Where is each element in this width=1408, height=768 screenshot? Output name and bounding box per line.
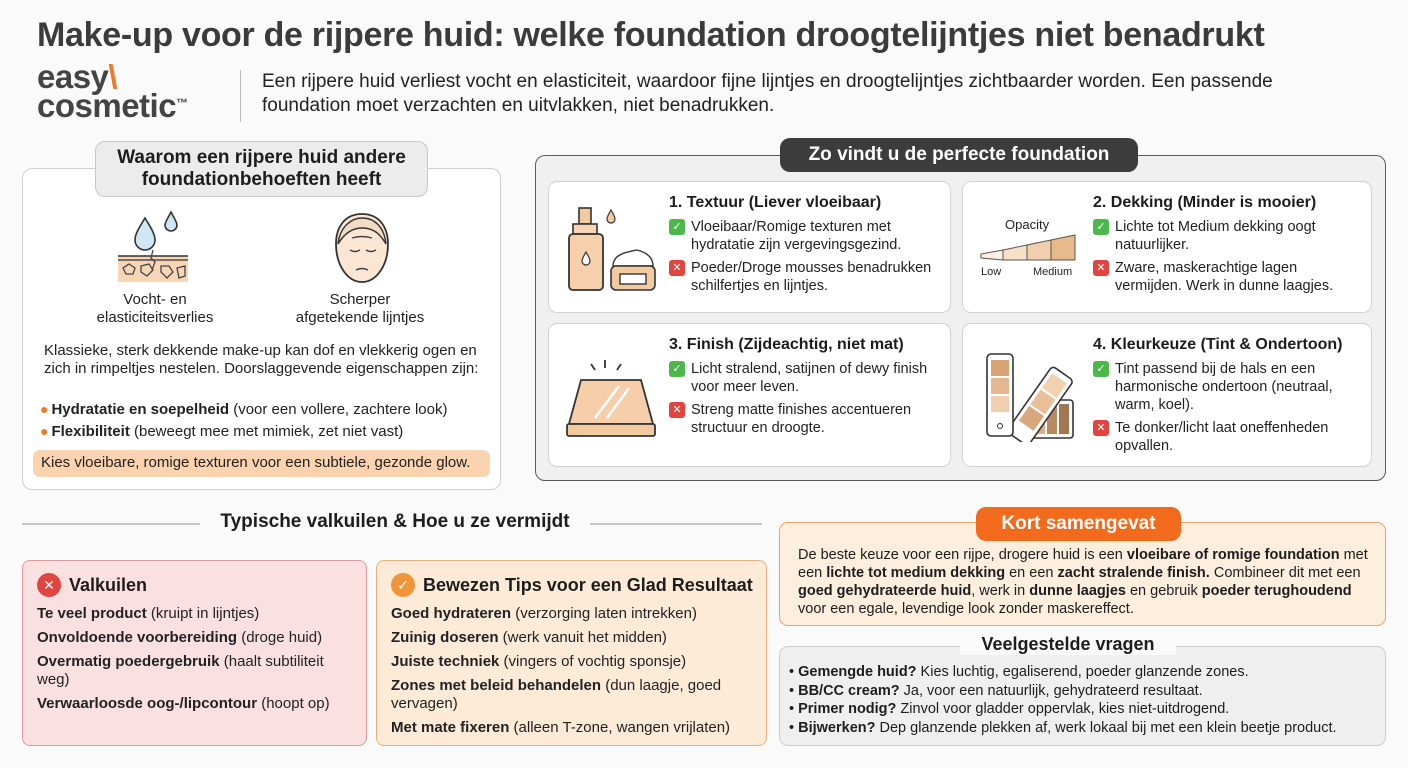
opacity-low-label: Low	[981, 266, 1002, 278]
cross-circle-icon: ✕	[37, 573, 61, 597]
card-pro: ✓Lichte tot Medium dekking oogt natuurli…	[1093, 218, 1358, 254]
mature-face-icon	[335, 213, 389, 283]
why-tip-highlight: Kies vloeibare, romige texturen voor een…	[33, 450, 490, 477]
card-title: 3. Finish (Zijdeachtig, niet mat)	[669, 336, 904, 353]
tip-item: Zones met beleid behandelen (dun laagje,…	[391, 677, 722, 712]
card-texture: 1. Textuur (Liever vloeibaar) ✓Vloeibaar…	[548, 181, 951, 313]
pitfalls-title: Valkuilen	[69, 574, 148, 595]
opacity-scale-icon	[980, 234, 1076, 261]
water-drops-cracked-skin-icon	[118, 210, 188, 282]
check-circle-icon: ✓	[391, 573, 415, 597]
intro-text: Een rijpere huid verliest vocht en elast…	[262, 71, 1273, 116]
tip-item: Met mate fixeren (alleen T-zone, wangen …	[391, 719, 731, 736]
card-title: 2. Dekking (Minder is mooier)	[1093, 194, 1317, 211]
check-icon: ✓	[669, 219, 685, 235]
summary-text: De beste keuze voor een rijpe, drogere h…	[798, 547, 1368, 617]
card-pro: ✓Vloeibaar/Romige texturen met hydratati…	[669, 218, 939, 254]
tip-item: Juiste techniek (vingers of vochtig spon…	[391, 653, 687, 670]
card-con: ✕Poeder/Droge mousses benadrukken schilf…	[669, 259, 944, 295]
why-bullet: ●Hydratatie en soepelheid (voor een voll…	[40, 401, 448, 418]
pitfall-item: Verwaarloosde oog-/lipcontour (hoopt op)	[37, 695, 330, 712]
foundation-bottle-cream-jar-icon	[568, 207, 656, 291]
why-bullet: ●Flexibiliteit (beweegt mee met mimiek, …	[40, 423, 404, 440]
faq-heading: Veelgestelde vragen	[960, 634, 1176, 655]
page-title: Make-up voor de rijpere huid: welke foun…	[37, 16, 1265, 54]
pitfall-item: Te veel product (kruipt in lijntjes)	[37, 605, 260, 622]
card-title: 4. Kleurkeuze (Tint & Ondertoon)	[1093, 336, 1343, 353]
cross-icon: ✕	[669, 260, 685, 276]
why-text: Klassieke, sterk dekkende make-up kan do…	[44, 342, 479, 377]
cross-icon: ✕	[1093, 420, 1109, 436]
pitfalls-box: ✕ Valkuilen Te veel product (kruipt in li…	[22, 560, 367, 746]
logo-text: cosmetic	[37, 87, 177, 124]
card-con: ✕Te donker/licht laat oneffenheden opval…	[1093, 419, 1368, 455]
faq-list: • Gemengde huid? Kies luchtig, egalisere…	[789, 663, 1337, 737]
logo-tm: ™	[176, 96, 188, 110]
howto-panel: 1. Textuur (Liever vloeibaar) ✓Vloeibaar…	[535, 155, 1386, 481]
check-icon: ✓	[1093, 219, 1109, 235]
section-rule	[22, 523, 200, 525]
pitfall-item: Overmatig poedergebruik (haalt subtilite…	[37, 653, 324, 688]
logo-slash: \	[108, 58, 118, 95]
faq-item: • Primer nodig? Zinvol voor gladder oppe…	[789, 701, 1230, 717]
card-con: ✕Zware, maskerachtige lagen vermijden. W…	[1093, 259, 1368, 295]
howto-heading: Zo vindt u de perfecte foundation	[780, 138, 1138, 172]
opacity-label: Opacity	[1005, 217, 1050, 232]
why-heading-line: foundationbehoeften heeft	[141, 169, 382, 190]
cross-icon: ✕	[1093, 260, 1109, 276]
summary-heading: Kort samengevat	[976, 507, 1181, 541]
card-con: ✕Streng matte finishes accentueren struc…	[669, 401, 944, 437]
header-divider	[240, 70, 241, 122]
card-coverage: Opacity Low Medium 2. Dekking (Minder is…	[962, 181, 1372, 313]
logo-text: easy	[37, 58, 109, 95]
check-icon: ✓	[669, 361, 685, 377]
faq-item: • Bijwerken? Dep glanzende plekken af, w…	[789, 719, 1337, 736]
tips-box: ✓ Bewezen Tips voor een Glad Resultaat Go…	[376, 560, 767, 746]
section-rule	[590, 523, 762, 525]
card-pro: ✓Licht stralend, satijnen of dewy finish…	[669, 360, 939, 396]
pitfall-item: Onvoldoende voorbereiding (droge huid)	[37, 629, 323, 646]
faq-item: • Gemengde huid? Kies luchtig, egalisere…	[789, 664, 1249, 680]
tips-title: Bewezen Tips voor een Glad Resultaat	[423, 574, 753, 595]
easycosmetic-logo: easy\ cosmetic™	[37, 60, 188, 122]
card-title: 1. Textuur (Liever vloeibaar)	[669, 194, 882, 211]
faq-box	[779, 646, 1386, 746]
tip-item: Zuinig doseren (werk vanuit het midden)	[391, 629, 667, 646]
check-icon: ✓	[1093, 361, 1109, 377]
faq-item: • BB/CC cream? Ja, voor een natuurlijk, …	[789, 682, 1203, 699]
tip-item: Goed hydrateren (verzorging laten intrek…	[391, 605, 697, 622]
card-color: 4. Kleurkeuze (Tint & Ondertoon) ✓Tint p…	[962, 323, 1372, 467]
card-finish: 3. Finish (Zijdeachtig, niet mat) ✓Licht…	[548, 323, 951, 467]
why-panel	[22, 168, 501, 490]
pitfalls-section-heading: Typische valkuilen & Hoe u ze vermijdt	[220, 511, 570, 532]
why-heading-line: Waarom een rijpere huid andere	[117, 147, 406, 168]
opacity-medium-label: Medium	[1033, 266, 1073, 278]
color-swatch-fan-icon	[986, 353, 1074, 442]
glowing-powder-compact-icon	[566, 360, 656, 437]
cross-icon: ✕	[669, 402, 685, 418]
card-pro: ✓Tint passend bij de hals en een harmoni…	[1093, 360, 1363, 414]
